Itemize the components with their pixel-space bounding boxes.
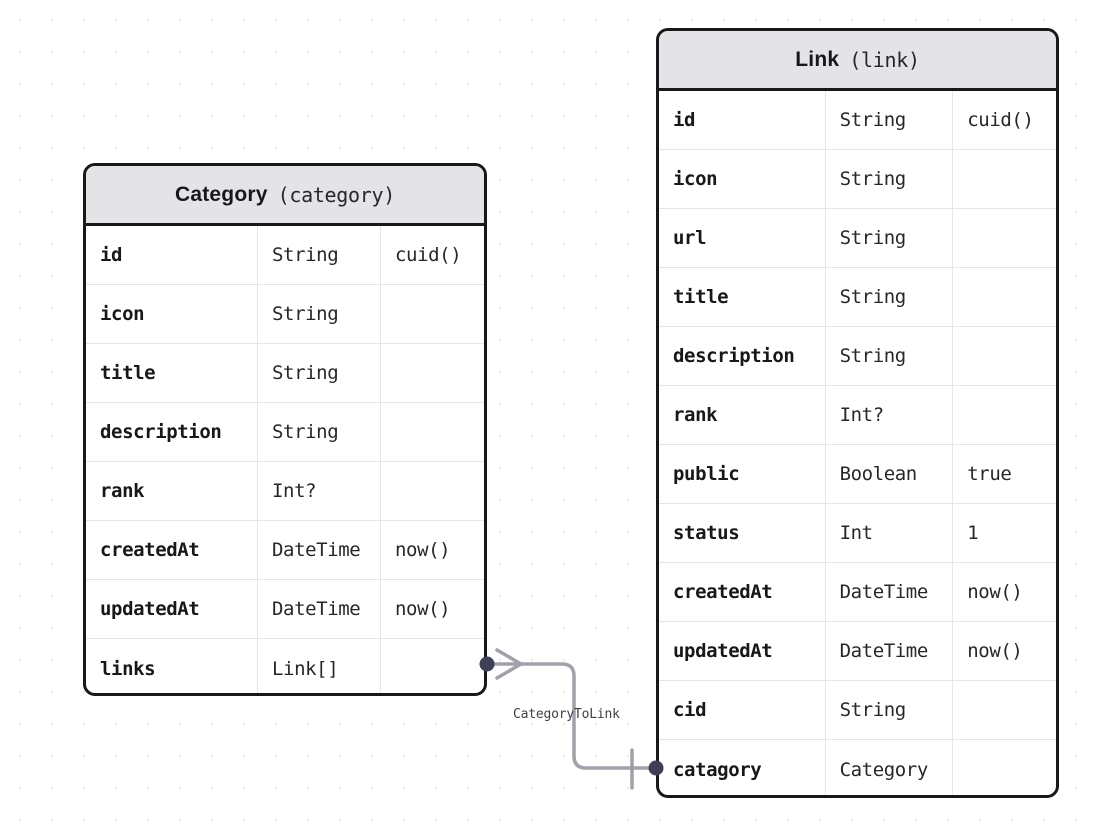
field-row[interactable]: public Boolean true: [659, 445, 1056, 504]
field-name: updatedAt: [659, 622, 826, 680]
field-row[interactable]: createdAt DateTime now(): [659, 563, 1056, 622]
field-type: DateTime: [258, 580, 381, 638]
field-default: 1: [967, 522, 979, 544]
field-row[interactable]: title String: [86, 344, 484, 403]
field-type: String: [826, 681, 954, 739]
field-default: [953, 386, 1056, 444]
field-row[interactable]: description String: [86, 403, 484, 462]
field-row[interactable]: links Link[]: [86, 639, 484, 693]
field-default: [381, 639, 484, 693]
crows-foot-many-icon: [495, 648, 523, 680]
field-name: rank: [659, 386, 826, 444]
field-row[interactable]: updatedAt DateTime now(): [659, 622, 1056, 681]
field-name: id: [86, 226, 258, 284]
field-default: [381, 344, 484, 402]
field-default: [953, 740, 1056, 795]
field-type: DateTime: [826, 622, 954, 680]
field-type: String: [826, 327, 954, 385]
field-default: [953, 209, 1056, 267]
entity-table-link[interactable]: Link (link) id String cuid() icon String…: [656, 28, 1059, 798]
field-row[interactable]: updatedAt DateTime now(): [86, 580, 484, 639]
field-row[interactable]: id String cuid(): [659, 91, 1056, 150]
field-row[interactable]: status Int 1: [659, 504, 1056, 563]
field-name: status: [659, 504, 826, 562]
field-name: public: [659, 445, 826, 503]
field-default: [381, 462, 484, 520]
field-row[interactable]: title String: [659, 268, 1056, 327]
field-type: String: [258, 285, 381, 343]
field-name: links: [86, 639, 258, 693]
field-default: [953, 268, 1056, 326]
field-name: createdAt: [659, 563, 826, 621]
field-row[interactable]: cid String: [659, 681, 1056, 740]
field-type: Boolean: [826, 445, 954, 503]
field-default: [381, 285, 484, 343]
field-default: true: [967, 463, 1012, 485]
field-row[interactable]: catagory Category: [659, 740, 1056, 795]
field-type: Link[]: [258, 639, 381, 693]
field-row[interactable]: rank Int?: [659, 386, 1056, 445]
entity-dbname: (category): [277, 182, 396, 207]
field-default: now(): [395, 598, 451, 620]
field-row[interactable]: description String: [659, 327, 1056, 386]
field-type: String: [826, 209, 954, 267]
field-name: icon: [86, 285, 258, 343]
field-name: icon: [659, 150, 826, 208]
field-name: cid: [659, 681, 826, 739]
field-type: String: [826, 150, 954, 208]
field-default: [953, 327, 1056, 385]
entity-header-link[interactable]: Link (link): [659, 31, 1056, 91]
field-row[interactable]: id String cuid(): [86, 226, 484, 285]
entity-title: Category: [174, 182, 268, 206]
field-default: now(): [967, 581, 1023, 603]
field-name: id: [659, 91, 826, 149]
field-default: [953, 681, 1056, 739]
field-type: DateTime: [826, 563, 954, 621]
field-default: [953, 150, 1056, 208]
entity-title: Link: [795, 47, 840, 71]
field-type: Category: [826, 740, 954, 795]
field-name: description: [659, 327, 826, 385]
relation-label: CategoryToLink: [513, 707, 620, 722]
field-type: String: [258, 226, 381, 284]
field-row[interactable]: createdAt DateTime now(): [86, 521, 484, 580]
field-default: cuid(): [967, 109, 1034, 131]
field-default: now(): [395, 539, 451, 561]
field-type: String: [258, 344, 381, 402]
field-type: Int: [826, 504, 954, 562]
field-type: String: [826, 268, 954, 326]
field-type: Int?: [826, 386, 954, 444]
field-type: String: [258, 403, 381, 461]
field-default: [381, 403, 484, 461]
field-default: cuid(): [395, 244, 462, 266]
field-name: url: [659, 209, 826, 267]
field-row[interactable]: rank Int?: [86, 462, 484, 521]
field-type: Int?: [258, 462, 381, 520]
field-row[interactable]: icon String: [86, 285, 484, 344]
field-name: description: [86, 403, 258, 461]
entity-header-category[interactable]: Category (category): [86, 166, 484, 226]
field-type: String: [826, 91, 954, 149]
entity-table-category[interactable]: Category (category) id String cuid() ico…: [83, 163, 487, 696]
field-name: title: [659, 268, 826, 326]
field-name: catagory: [659, 740, 826, 795]
field-default: now(): [967, 640, 1023, 662]
field-row[interactable]: url String: [659, 209, 1056, 268]
field-name: createdAt: [86, 521, 258, 579]
field-name: rank: [86, 462, 258, 520]
field-type: DateTime: [258, 521, 381, 579]
field-name: title: [86, 344, 258, 402]
entity-dbname: (link): [849, 47, 920, 72]
field-row[interactable]: icon String: [659, 150, 1056, 209]
field-name: updatedAt: [86, 580, 258, 638]
